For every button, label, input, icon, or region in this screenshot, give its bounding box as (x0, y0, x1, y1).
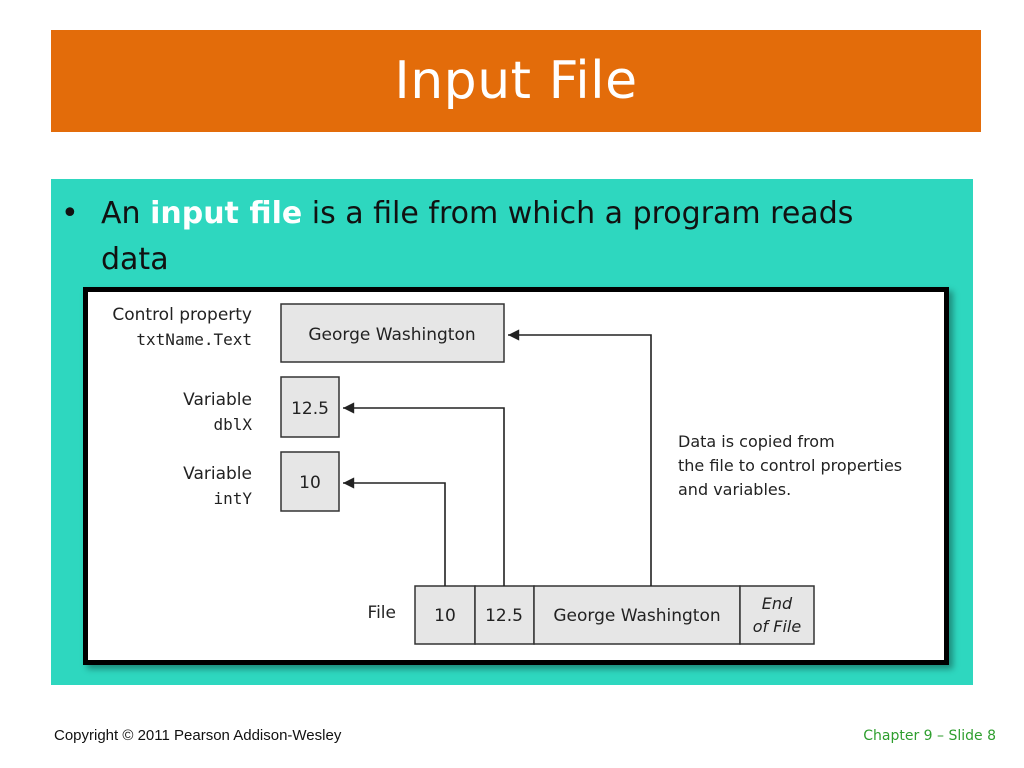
eof-cell-box (739, 585, 815, 645)
bullet-icon: • (61, 196, 79, 231)
control-label-line2: txtName.Text (136, 330, 252, 349)
var2-label-line2: intY (213, 489, 252, 508)
file-cell-value: 12.5 (485, 606, 523, 626)
var1-label-line1: Variable (183, 390, 252, 410)
eof-line1: End (762, 594, 793, 613)
bullet-emphasis: input file (150, 196, 303, 231)
var2-label-line1: Variable (183, 464, 252, 484)
bullet-prefix: An (101, 196, 151, 231)
var2-value: 10 (299, 473, 321, 493)
note-line1: Data is copied from (678, 432, 835, 451)
var1-value: 12.5 (291, 399, 329, 419)
bullet-suffix: is a file from which a program reads dat… (101, 196, 854, 277)
input-file-diagram: Control property txtName.Text Variable d… (83, 287, 949, 665)
note-line2: the file to control properties (678, 456, 902, 475)
arrow-to-var1 (343, 402, 505, 586)
control-value-box (280, 303, 505, 363)
slide-title: Input File (394, 51, 638, 111)
bullet-text: An input file is a file from which a pro… (101, 191, 921, 283)
footer-copyright: Copyright © 2011 Pearson Addison-Wesley (54, 727, 342, 744)
note-line3: and variables. (678, 480, 791, 499)
var2-value-box (280, 451, 340, 512)
title-bar: Input File (51, 30, 981, 132)
file-cell-value: George Washington (553, 606, 720, 626)
arrow-to-var2 (343, 477, 446, 586)
eof-line2: of File (753, 617, 802, 636)
content-box: • An input file is a file from which a p… (51, 179, 973, 685)
diagram-svg: Control property txtName.Text Variable d… (112, 303, 902, 645)
file-cell-value: 10 (434, 606, 456, 626)
control-label-line1: Control property (112, 305, 252, 325)
var1-label-line2: dblX (213, 415, 252, 434)
arrow-to-control (507, 329, 652, 586)
control-value: George Washington (308, 325, 475, 345)
file-label: File (368, 603, 396, 623)
var1-value-box (280, 376, 340, 438)
footer-chapter-slide: Chapter 9 – Slide 8 (863, 728, 996, 744)
